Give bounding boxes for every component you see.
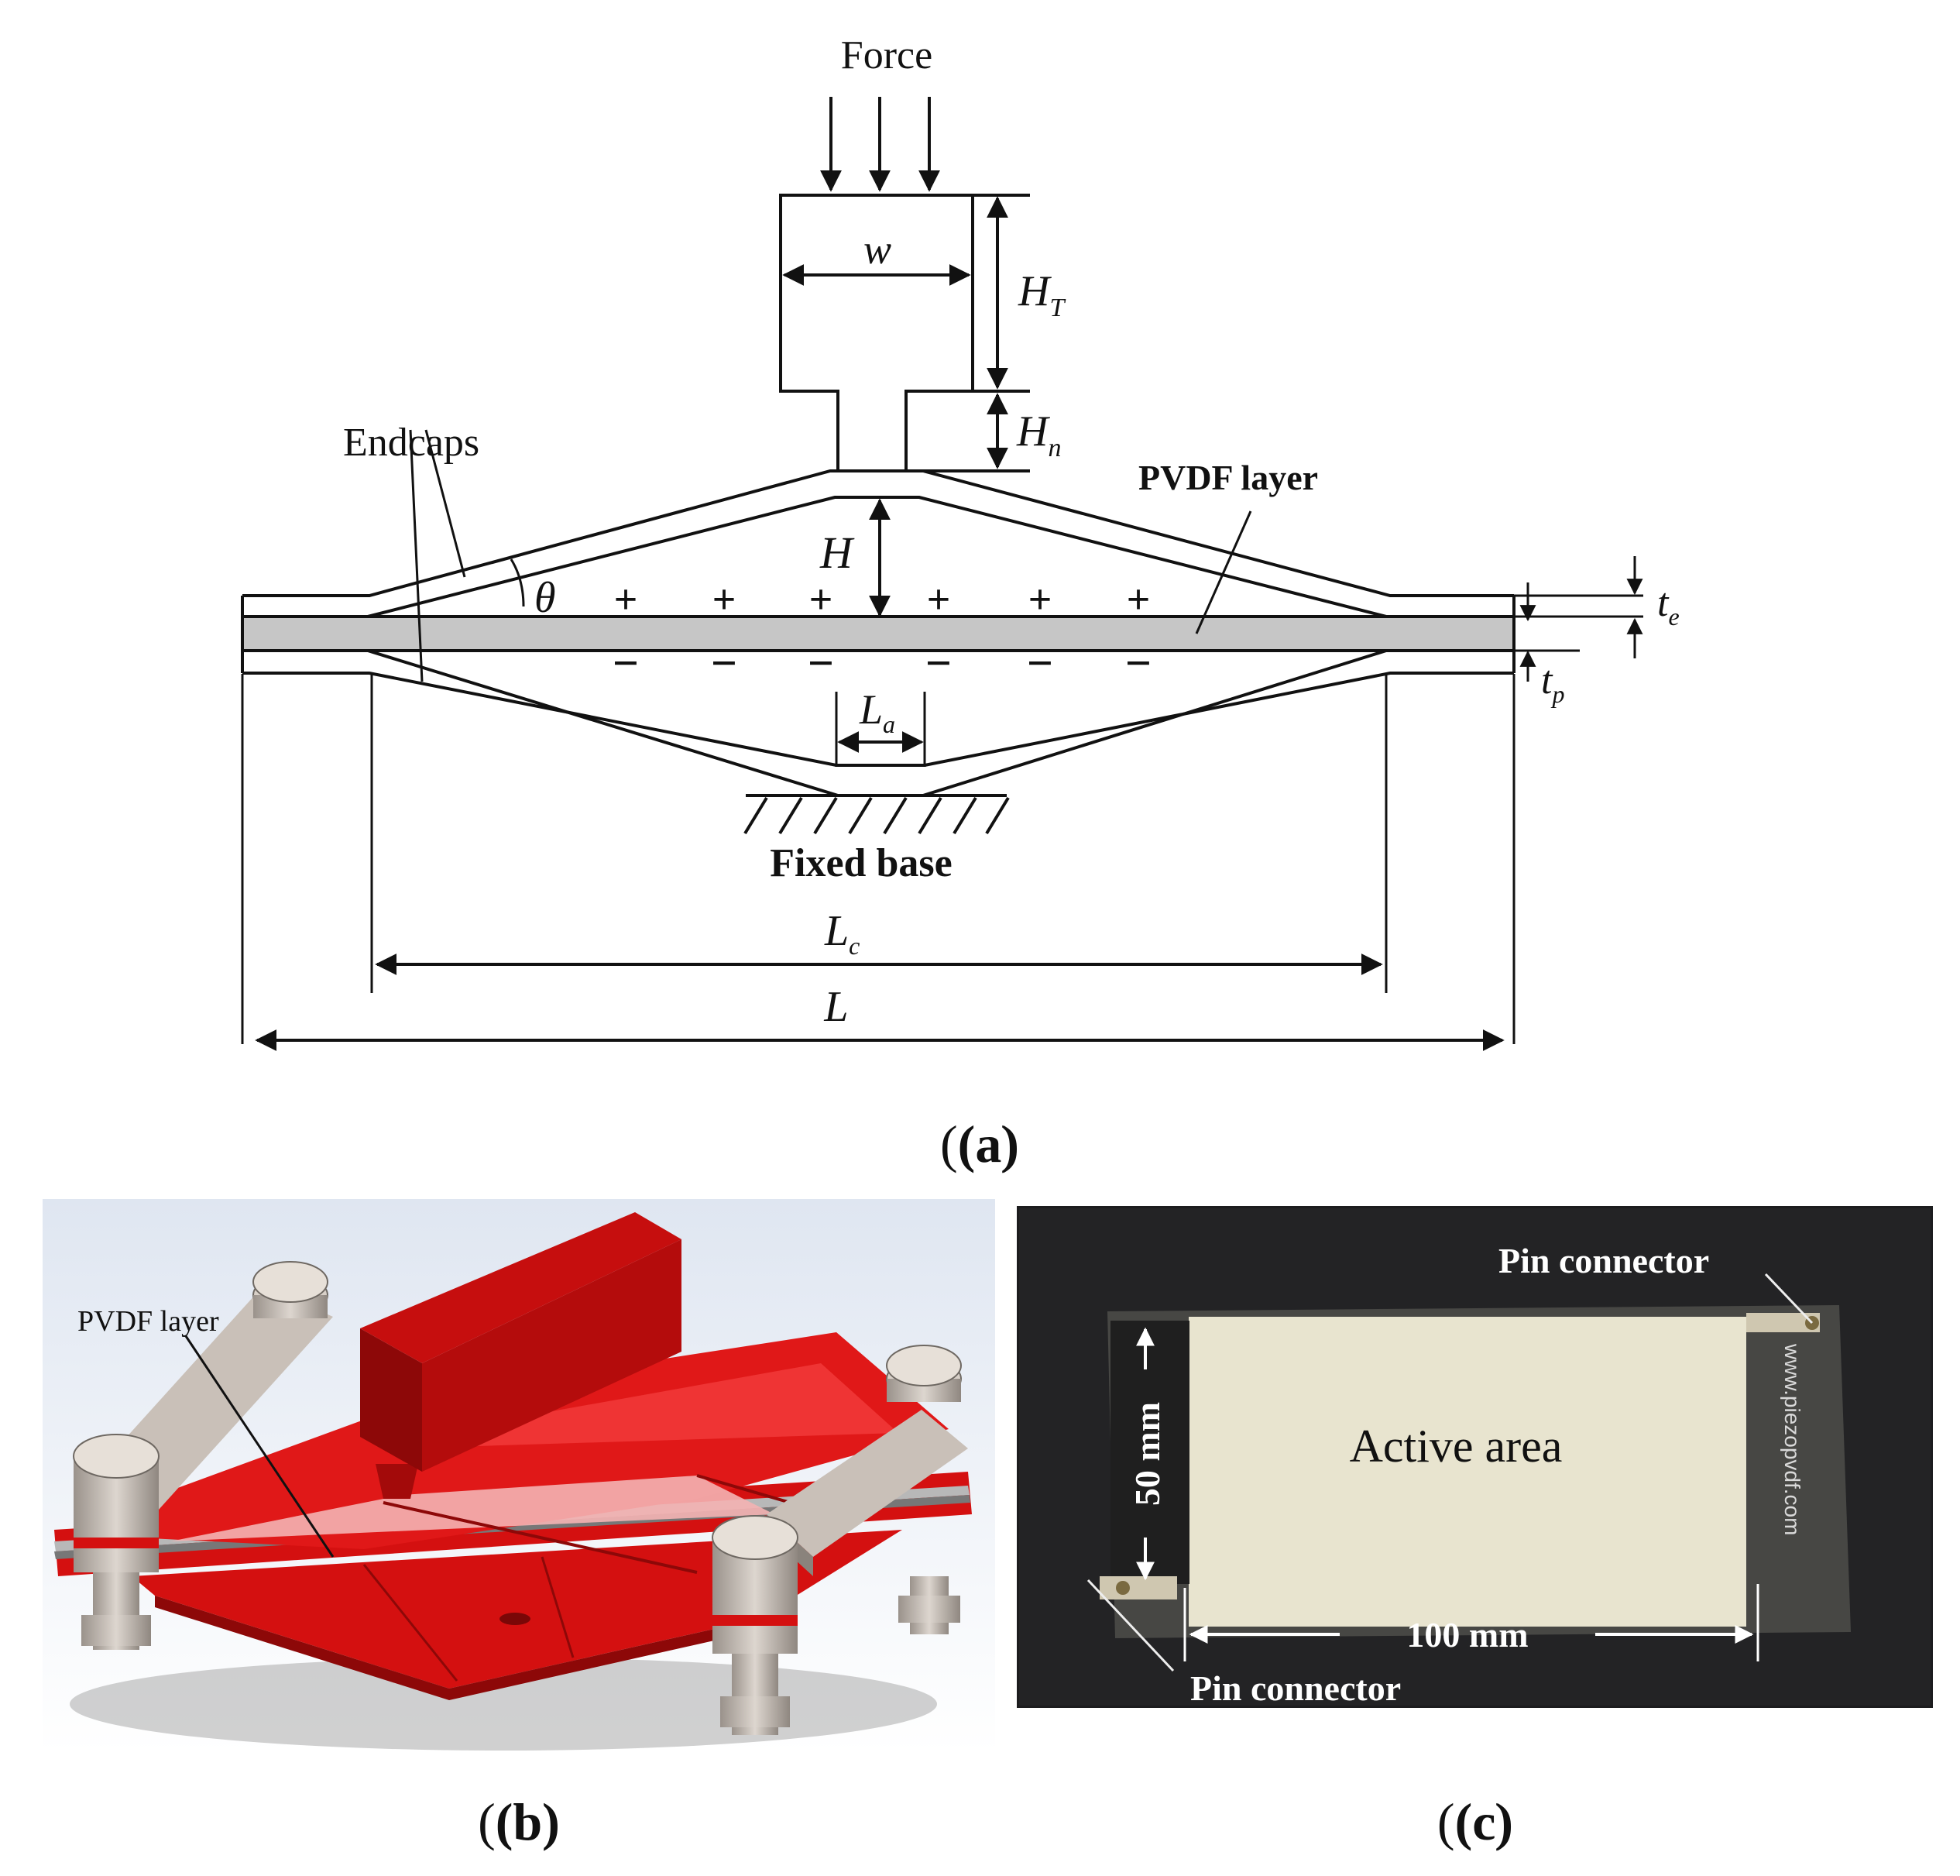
hex-bolt-icon bbox=[252, 1261, 328, 1318]
pvdf-layer-label: PVDF layer bbox=[1138, 458, 1318, 497]
panel-c-photo bbox=[1017, 1206, 1933, 1708]
positive-charges: + + + + + + bbox=[614, 576, 1151, 623]
w-label: w bbox=[863, 226, 891, 273]
endcaps-label: Endcaps bbox=[343, 421, 479, 465]
pvdf-sheet bbox=[170, 1476, 774, 1541]
watermark-text: www.piezopvdf.com bbox=[1780, 1343, 1804, 1535]
minus-sign: − bbox=[711, 637, 737, 689]
minus-sign: − bbox=[925, 637, 952, 689]
plus-sign: + bbox=[809, 576, 833, 623]
ht-label: HT bbox=[1018, 267, 1066, 322]
plus-sign: + bbox=[614, 576, 638, 623]
pvdf-layer bbox=[241, 615, 1515, 652]
plus-sign: + bbox=[712, 576, 736, 623]
lower-endcap bbox=[242, 672, 1514, 767]
hex-bolt-icon bbox=[73, 1434, 160, 1650]
h-label: H bbox=[819, 527, 855, 578]
l-label: L bbox=[823, 983, 848, 1031]
width-dimension-label: 50 mm bbox=[1128, 1402, 1167, 1506]
minus-sign: − bbox=[613, 637, 639, 689]
tp-label: tp bbox=[1541, 658, 1564, 708]
negative-charges: − − − − − − bbox=[613, 637, 1152, 689]
lower-plate bbox=[132, 1530, 902, 1689]
plus-sign: + bbox=[1028, 576, 1052, 623]
theta-label: θ bbox=[534, 574, 556, 622]
minus-sign: − bbox=[808, 637, 834, 689]
upper-endcap bbox=[242, 469, 1514, 597]
pin-connector-bottom-label: Pin connector bbox=[1190, 1668, 1401, 1708]
caption-a: ((a) bbox=[940, 1115, 1019, 1173]
force-block bbox=[360, 1212, 681, 1363]
pin-connector-top-label: Pin connector bbox=[1498, 1241, 1709, 1280]
hex-bolt-icon bbox=[712, 1515, 798, 1735]
plus-sign: + bbox=[927, 576, 951, 623]
active-area bbox=[1189, 1317, 1746, 1627]
bolt-icons bbox=[73, 1261, 962, 1735]
caption-c: ((c) bbox=[1437, 1792, 1513, 1851]
hex-bolt-icon bbox=[886, 1345, 962, 1402]
ground-hatch bbox=[743, 796, 1010, 835]
plus-sign: + bbox=[1127, 576, 1151, 623]
la-label: La bbox=[859, 686, 895, 738]
caption-b: ((b) bbox=[478, 1792, 560, 1851]
lc-label: Lc bbox=[824, 907, 860, 960]
panel-b-render bbox=[43, 1199, 995, 1753]
pvdf-layer-label-b: PVDF layer bbox=[77, 1305, 219, 1338]
te-label: te bbox=[1657, 581, 1680, 630]
force-label: Force bbox=[841, 33, 932, 77]
minus-sign: − bbox=[1027, 637, 1053, 689]
hn-label: Hn bbox=[1016, 407, 1061, 462]
fixed-base-label: Fixed base bbox=[770, 841, 952, 885]
panel-a-diagram bbox=[241, 97, 1643, 1051]
hex-bolt-icon bbox=[898, 1576, 960, 1634]
minus-sign: − bbox=[1125, 637, 1152, 689]
active-area-label: Active area bbox=[1350, 1421, 1563, 1472]
length-dimension-label: 100 mm bbox=[1406, 1615, 1528, 1654]
